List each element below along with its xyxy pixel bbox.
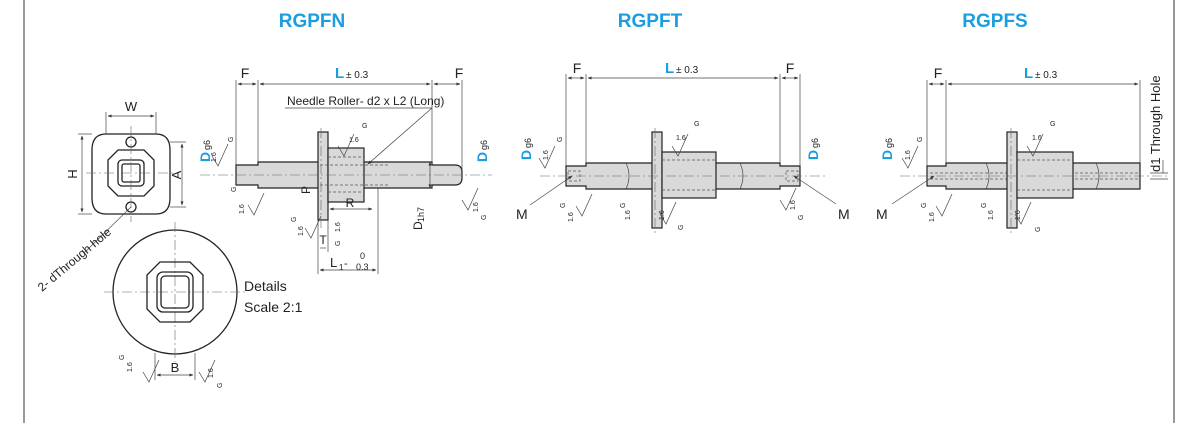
roughness-rgpft-5: 1.6 [625, 210, 632, 220]
roughness-rgpfn-1: 1.6 [211, 152, 218, 162]
roughness-detail-right: 1.6 [208, 368, 215, 378]
roughness-rgpfn-3: 1.6 [349, 137, 359, 144]
roughness-rgpft-6: 1.6 [790, 200, 797, 210]
g-rgpfn-5: G [291, 217, 298, 222]
title-rgpft: RGPFT [618, 11, 683, 32]
roughness-rgpft-3: 1.6 [676, 135, 686, 142]
roughness-rgpfn-6: 1.6 [335, 222, 342, 232]
dim-f-rgpfs: F [934, 65, 943, 81]
roughness-rgpfs-3: 1.6 [1032, 135, 1042, 142]
dim-m-left-rgpft: M [516, 206, 528, 222]
g-rgpft-6: G [798, 215, 805, 220]
g-rgpfn-6: G [335, 241, 342, 246]
dim-l-tol-rgpfs: ± 0.3 [1035, 70, 1058, 81]
dim-g6-left-rgpft: g6 [523, 138, 533, 148]
g-rgpfs-2: G [921, 203, 928, 208]
dim-l-rgpfn: L [335, 65, 344, 82]
roughness-rgpfs-2: 1.6 [929, 212, 936, 222]
roughness-rgpfn-5: 1.6 [298, 226, 305, 236]
dim-l-rgpfs: L [1024, 65, 1033, 82]
dim-d-left-rgpfn: D [197, 152, 213, 162]
dim-d-left-rgpft: D [518, 150, 534, 160]
dim-g6-rgpfs: g6 [884, 138, 894, 148]
title-rgpfn: RGPFN [279, 11, 346, 32]
g-rgpft-1: G [557, 137, 564, 142]
g-rgpfn-2: G [231, 187, 238, 192]
g-rgpfn-3: G [362, 123, 367, 130]
dim-g6-left-rgpfn: g6 [202, 140, 212, 150]
dim-h: H [65, 169, 80, 178]
dim-m-right-rgpft: M [838, 206, 850, 222]
roughness-rgpft-4: 1.6 [659, 210, 666, 220]
g-rgpfn-1: G [228, 137, 235, 142]
rgpft-view: F F L ± 0.3 D g6 D g6 M M 1.6 G 1.6 G 1.… [516, 60, 850, 236]
g-rgpft-5: G [620, 203, 627, 208]
dim-l1-tol-top-rgpfn: 0 [360, 251, 365, 261]
dim-m-rgpfs: M [876, 206, 888, 222]
dim-g6-right-rgpfn: g6 [479, 140, 489, 150]
g-rgpft-3: G [694, 121, 699, 128]
roughness-rgpft-2: 1.6 [568, 212, 575, 222]
dim-l1-minus-rgpfn: - [344, 258, 348, 270]
g-detail-right: G [217, 383, 224, 388]
roughness-rgpft-1: 1.6 [543, 150, 550, 160]
g-rgpfs-1: G [917, 137, 924, 142]
dim-1h7-rgpfn: 1h7 [416, 207, 426, 222]
g-rgpfs-5: G [981, 203, 988, 208]
title-rgpfs: RGPFS [962, 11, 1027, 32]
dim-d-rgpfs: D [879, 150, 895, 160]
dim-f-right-rgpft: F [786, 60, 795, 76]
dim-p-rgpfn: P [299, 186, 313, 194]
detail-view: B 1.6 G 1.6 G Details Scale 2:1 [104, 222, 303, 388]
note-scale: Scale 2:1 [244, 299, 303, 315]
dim-r-rgpfn: R [346, 196, 355, 210]
dim-b: B [171, 360, 180, 375]
dim-l-rgpft: L [665, 60, 674, 77]
dim-l1-rgpfn: L [330, 255, 337, 270]
dim-t-rgpfn: T [319, 233, 327, 247]
dim-f-right-rgpfn: F [455, 65, 464, 81]
dim-d-right-rgpfn: D [474, 152, 490, 162]
g-rgpfs-3: G [1050, 121, 1055, 128]
dim-f-left-rgpft: F [573, 60, 582, 76]
flange-end-view: W H A 2- dThrough hole [35, 99, 186, 294]
note-details: Details [244, 278, 287, 294]
dim-l1-sub-rgpfn: 1 [339, 263, 344, 272]
note-two-d-through-hole: 2- dThrough hole [35, 225, 114, 295]
note-d1-through-hole: d1 Through Hole [1148, 75, 1163, 172]
g-rgpfs-4: G [1035, 227, 1042, 232]
g-rgpft-2: G [560, 203, 567, 208]
dim-a: A [169, 170, 184, 179]
roughness-detail-left: 1.6 [127, 362, 134, 372]
rgpfn-view: F F L ± 0.3 Needle Roller- d2 x L2 (Long… [197, 65, 492, 274]
rgpfs-view: F L ± 0.3 D g6 d1 Through Hole M 1.6 G 1… [876, 65, 1168, 236]
g-detail-left: G [119, 355, 126, 360]
roughness-rgpfs-4: 1.6 [1015, 210, 1022, 220]
dim-l-tol-rgpft: ± 0.3 [676, 65, 699, 76]
dim-d1-rgpfn: D [411, 221, 425, 230]
dim-l-tol-rgpfn: ± 0.3 [346, 70, 369, 81]
roughness-rgpfn-2: 1.6 [239, 204, 246, 214]
dim-w: W [125, 99, 138, 114]
g-rgpfn-4: G [481, 215, 488, 220]
roughness-rgpfs-1: 1.6 [905, 150, 912, 160]
roughness-rgpfn-4: 1.6 [473, 202, 480, 212]
dim-f-left-rgpfn: F [241, 65, 250, 81]
dim-d-right-rgpft: D [805, 150, 821, 160]
note-needle-roller: Needle Roller- d2 x L2 (Long) [287, 94, 444, 108]
dim-g6-right-rgpft: g6 [810, 138, 820, 148]
roughness-rgpfs-5: 1.6 [988, 210, 995, 220]
g-rgpft-4: G [678, 225, 685, 230]
dim-l1-tol-bot-rgpfn: 0.3 [356, 262, 369, 272]
